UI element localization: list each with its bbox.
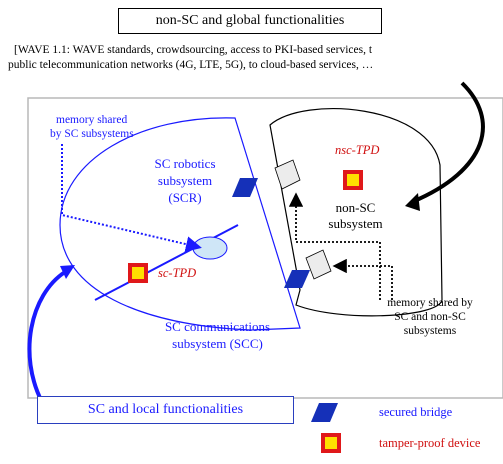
scr-label-line2: subsystem <box>157 173 213 188</box>
memory-sc-label-line2: by SC subsystems <box>50 128 134 140</box>
global-link-arrow <box>411 81 485 204</box>
memory-sc-label-line1: memory shared <box>56 114 128 126</box>
memory-nsc-label-line2: SC and non-SC <box>394 311 466 323</box>
memory-sc-pointer <box>61 144 202 253</box>
scr-label: SC robotics subsystem (SCR) <box>130 155 240 206</box>
scc-label-line1: SC communications <box>164 319 271 334</box>
nsc-tpd-label: nsc-TPD <box>335 143 380 157</box>
memory-nsc-block-lower <box>305 249 332 280</box>
non-sc-label-line2: subsystem <box>328 216 383 231</box>
memory-nsc-block-upper <box>274 159 301 190</box>
memory-sc-label: memory shared by SC subsystems <box>50 113 134 141</box>
scc-label: SC communications subsystem (SCC) <box>130 318 305 352</box>
scr-label-line1: SC robotics <box>154 156 216 171</box>
non-sc-subsystem-label: non-SC subsystem <box>318 200 393 232</box>
memory-nsc-pointer-lower <box>332 258 393 300</box>
scc-label-line2: subsystem (SCC) <box>172 336 263 351</box>
sc-subsystem-shape <box>59 117 301 331</box>
legend-bridge-icon <box>311 403 338 422</box>
memory-sc-shape <box>192 236 228 260</box>
non-sc-label-line1: non-SC <box>335 200 376 215</box>
legend-tpd-label: tamper-proof device <box>379 436 481 450</box>
sc-tpd-label: sc-TPD <box>158 266 197 280</box>
legend-bridge-label: secured bridge <box>379 405 453 419</box>
memory-nsc-label-line1: memory shared by <box>387 297 473 309</box>
memory-nsc-label: memory shared by SC and non-SC subsystem… <box>375 296 485 338</box>
local-link-arrow <box>27 270 67 403</box>
memory-nsc-pointer-upper <box>288 192 381 300</box>
wave-description-line2: public telecommunication networks (4G, L… <box>8 59 374 71</box>
scr-label-line3: (SCR) <box>168 190 202 205</box>
secured-bridge-upper <box>232 178 258 197</box>
local-functionalities-box: SC and local functionalities <box>37 396 294 424</box>
wave-description-line1: [WAVE 1.1: WAVE standards, crowdsourcing… <box>14 44 373 56</box>
memory-nsc-label-line3: subsystems <box>403 325 457 337</box>
global-functionalities-box: non-SC and global functionalities <box>118 8 382 34</box>
secured-bridge-lower <box>284 270 310 288</box>
